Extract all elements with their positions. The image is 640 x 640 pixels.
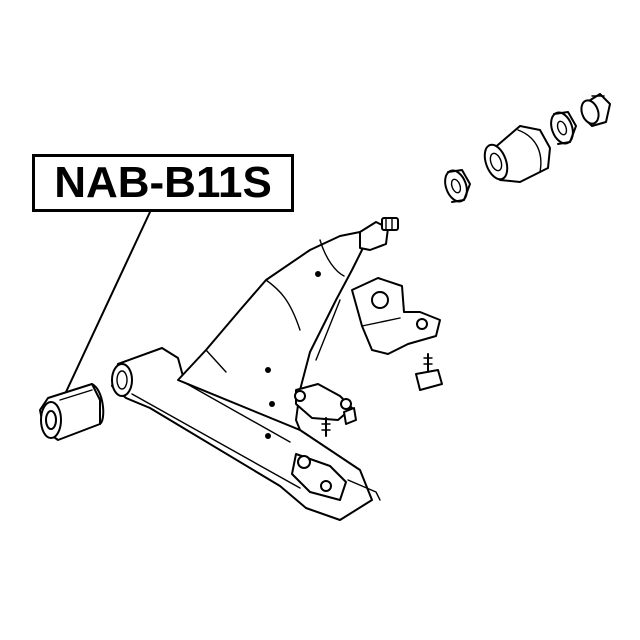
lower-control-arm [111, 231, 381, 521]
center-mount [294, 383, 357, 437]
leader-line [65, 211, 151, 393]
bracket-bolt [415, 353, 443, 391]
washer-left [444, 169, 471, 203]
rear-bracket [351, 277, 441, 355]
washer-middle [550, 111, 577, 145]
highlighted-bushing [39, 383, 105, 441]
cap-right [580, 93, 611, 127]
bushing-sleeve [483, 125, 551, 183]
part-number-label: NAB-B11S [32, 154, 294, 212]
part-number-text: NAB-B11S [54, 158, 272, 207]
ball-joint [359, 217, 399, 251]
exploded-bushing-parts [444, 93, 611, 203]
